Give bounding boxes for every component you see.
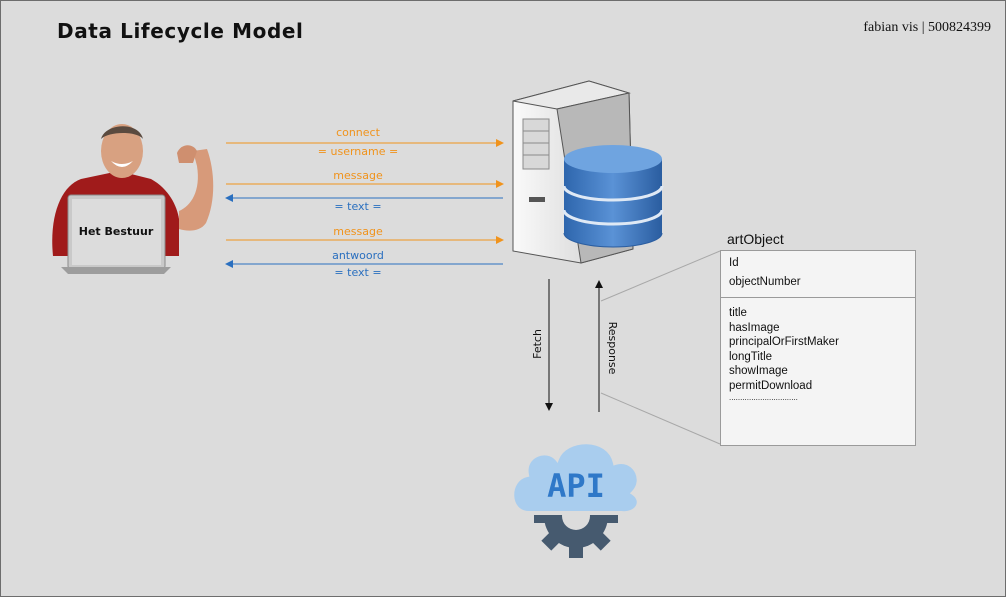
message-label-text-1: = text = (334, 200, 381, 213)
attribute-field: title (729, 307, 747, 319)
art-object-fields: title hasImage principalOrFirstMaker lon… (721, 298, 915, 411)
client-label: Het Bestuur (79, 225, 154, 238)
ellipsis-line: ............................... (729, 393, 798, 402)
api-label: API (547, 467, 605, 505)
message-label-antwoord: antwoord (332, 249, 384, 262)
connector-line-top (600, 250, 721, 302)
api-flow-arrows: Fetch Response (531, 279, 619, 412)
message-label-connect: connect (336, 126, 381, 139)
page-title: Data Lifecycle Model (57, 19, 304, 43)
message-label-message-2: message (333, 225, 383, 238)
database-icon (562, 145, 664, 248)
user-illustration: Het Bestuur (52, 124, 214, 274)
attribute-field: hasImage (729, 321, 780, 334)
message-label-message-1: message (333, 169, 383, 182)
art-object-title: artObject (727, 231, 784, 247)
api-cloud-icon: API (510, 440, 641, 558)
attribute-field: showImage (729, 365, 788, 377)
message-label-text-2: = text = (334, 266, 381, 279)
art-object-entity: Id objectNumber title hasImage principal… (720, 250, 916, 446)
key-field: objectNumber (729, 275, 801, 288)
fetch-label: Fetch (531, 329, 544, 359)
attribute-field: principalOrFirstMaker (729, 336, 839, 348)
attribute-field: longTitle (729, 350, 773, 363)
key-field: Id (729, 257, 739, 269)
response-label: Response (606, 322, 619, 375)
connector-line-bottom (600, 392, 721, 445)
message-arrows: connect = username = message = text = me… (225, 126, 504, 279)
author-label: fabian vis | 500824399 (863, 20, 991, 35)
attribute-field: permitDownload (729, 379, 813, 392)
art-object-keys: Id objectNumber (721, 251, 915, 298)
message-label-username: = username = (318, 145, 398, 158)
